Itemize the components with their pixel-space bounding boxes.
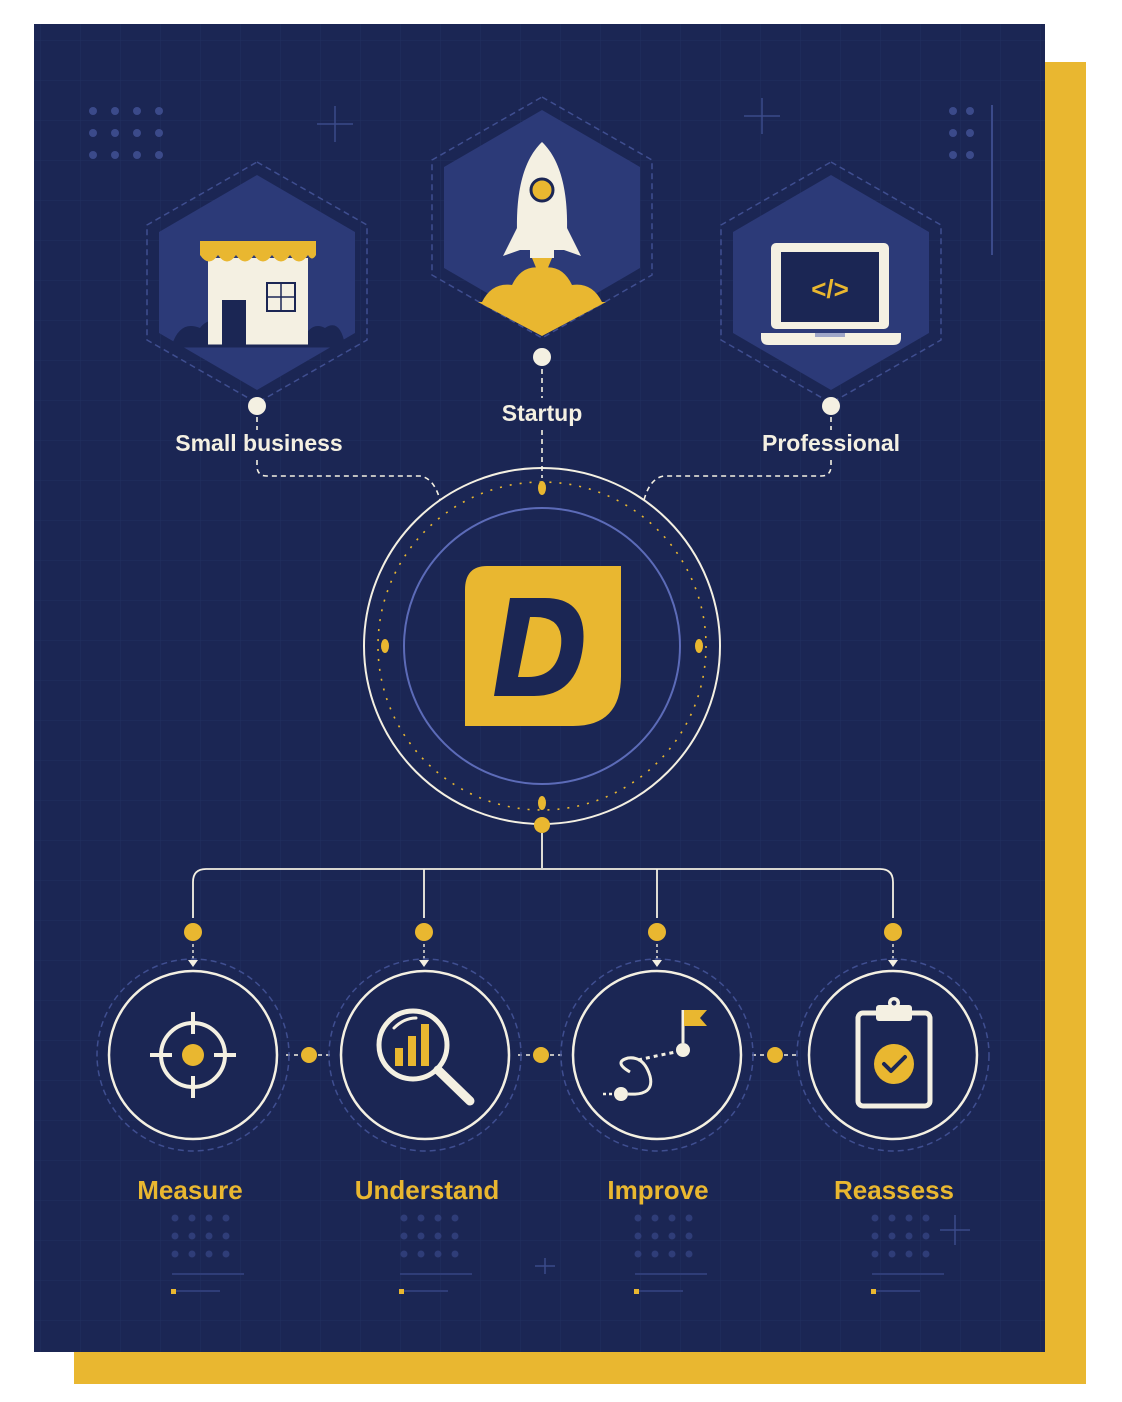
laptop-code-icon: </>: [761, 243, 901, 345]
diagram-canvas: </>: [34, 24, 1045, 1352]
rocket-icon: [478, 142, 606, 336]
label-improve: Improve: [607, 1175, 709, 1205]
step-nodes: [184, 923, 902, 941]
step-arrowheads: [188, 960, 898, 967]
label-professional: Professional: [761, 430, 901, 456]
label-startup: Startup: [501, 400, 583, 426]
label-measure: Measure: [137, 1175, 243, 1205]
hub-bottom-node: [534, 817, 550, 833]
storefront-icon: [170, 241, 346, 348]
target-icon: [150, 1012, 236, 1098]
node-startup: [533, 348, 551, 366]
node-small-business: [248, 397, 266, 415]
decorative-dot-grid-top-left: [89, 107, 163, 159]
diagram-panel: </>: [34, 24, 1045, 1352]
code-glyph: </>: [811, 274, 849, 304]
label-understand: Understand: [354, 1175, 500, 1205]
label-small-business: Small business: [175, 430, 343, 456]
clipboard-check-icon: [855, 997, 933, 1109]
magnifier-chart-icon: [376, 1008, 475, 1106]
tree-connectors: [192, 833, 894, 918]
decorative-crosshairs: [317, 98, 970, 1274]
decorative-accent-marks: [171, 1289, 876, 1294]
node-professional: [822, 397, 840, 415]
path-flag-icon: [603, 1010, 707, 1101]
brand-logo-icon: [465, 566, 621, 726]
step-link-connectors: [286, 1047, 798, 1063]
label-reassess: Reassess: [834, 1175, 954, 1205]
decorative-dot-grid-top-right: [949, 105, 993, 255]
decorative-placeholder-marks: [171, 1214, 944, 1292]
